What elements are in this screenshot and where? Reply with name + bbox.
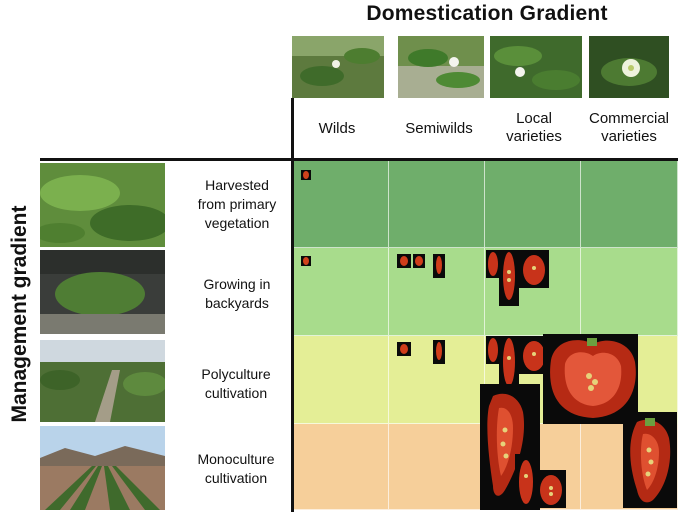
management-gradient-title: Management gradient bbox=[8, 184, 36, 444]
column-label-commercial-varieties: Commercial varieties bbox=[580, 110, 678, 146]
domestication-gradient-title: Domestication Gradient bbox=[292, 2, 682, 26]
row-label-polyculture: Polyculture cultivation bbox=[186, 365, 286, 403]
semiwild-flower-photo bbox=[398, 36, 484, 98]
row-label-backyards: Growing in backyards bbox=[192, 275, 282, 313]
semiwild-fruits-row3 bbox=[397, 340, 445, 364]
backyard-photo bbox=[40, 250, 165, 334]
commercial-pepper bbox=[623, 412, 677, 508]
monoculture-field-photo bbox=[40, 426, 165, 510]
wild-fruit-row2 bbox=[301, 256, 311, 266]
column-label-wilds: Wilds bbox=[296, 120, 378, 138]
semiwild-fruits-row2 bbox=[397, 254, 445, 278]
row-label-primary-vegetation: Harvested from primary vegetation bbox=[192, 176, 282, 233]
column-label-local-varieties: Local varieties bbox=[494, 110, 574, 146]
vertical-axis-line bbox=[291, 98, 294, 512]
bell-pepper-large bbox=[543, 334, 638, 424]
primary-vegetation-photo bbox=[40, 163, 165, 247]
local-fruits-row3 bbox=[486, 336, 549, 392]
row-label-monoculture: Monoculture cultivation bbox=[186, 450, 286, 488]
horizontal-axis-line bbox=[40, 158, 678, 161]
commercial-variety-flower-photo bbox=[589, 36, 669, 98]
local-variety-flower-photo bbox=[490, 36, 582, 98]
wild-flower-photo bbox=[292, 36, 384, 98]
wild-fruit-row1 bbox=[301, 170, 311, 180]
polyculture-field-photo bbox=[40, 340, 165, 422]
local-fruits-row2 bbox=[486, 250, 549, 306]
chili-fruit-images bbox=[293, 160, 678, 510]
column-label-semiwilds: Semiwilds bbox=[391, 120, 487, 138]
